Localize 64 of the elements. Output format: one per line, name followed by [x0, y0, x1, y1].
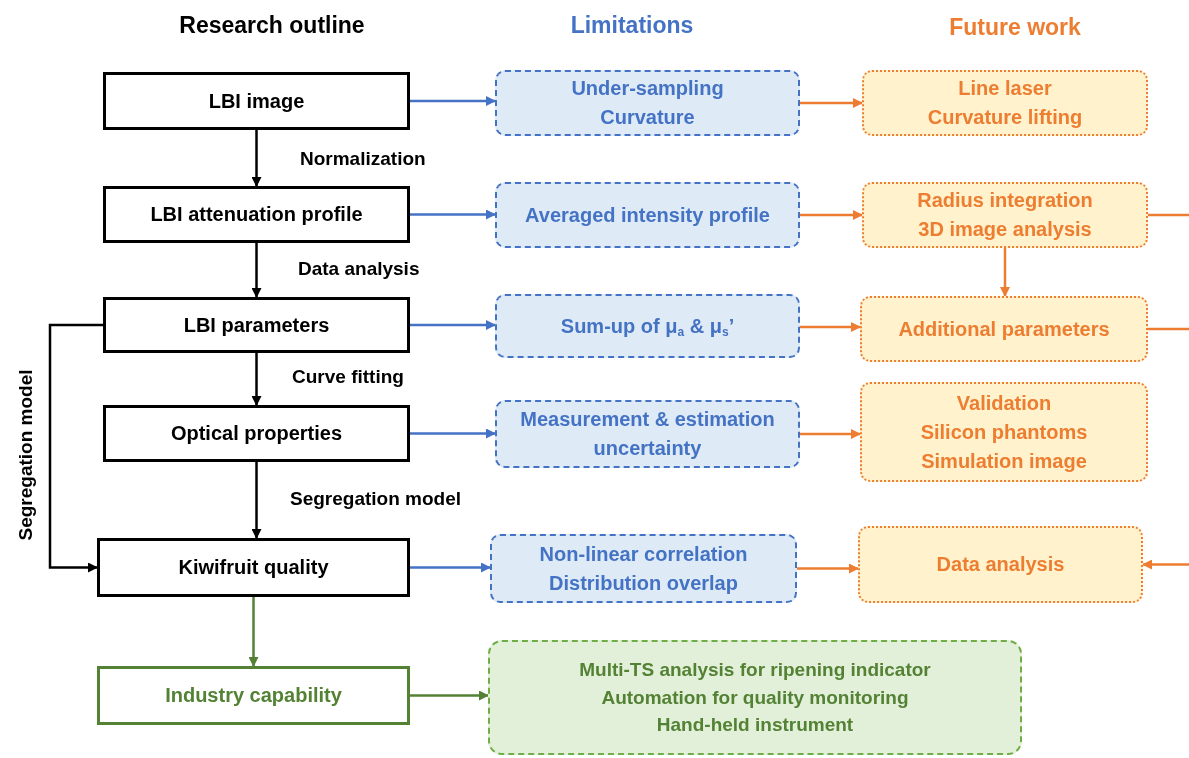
box-text: Distribution overlap	[549, 570, 738, 596]
box-text: Optical properties	[170, 421, 343, 446]
box-text: Hand-held instrument	[656, 713, 854, 738]
process-box	[103, 297, 410, 353]
limitation-box	[495, 182, 800, 248]
arrow	[410, 562, 491, 573]
arrow	[410, 209, 496, 220]
process-box	[103, 405, 410, 462]
arrow	[251, 130, 262, 187]
process-box	[103, 186, 410, 243]
column-heading: Research outline	[179, 12, 365, 39]
box-text: Averaged intensity profile	[525, 202, 770, 228]
future-work-box	[862, 70, 1148, 136]
arrow	[797, 563, 859, 574]
arrow	[248, 597, 259, 667]
future-work-box	[860, 296, 1148, 362]
box-text: LBI image	[208, 88, 305, 114]
box-text: 3D image analysis	[918, 217, 1092, 242]
limitation-box	[490, 534, 797, 603]
limitation-box	[495, 70, 800, 136]
arrow	[800, 98, 863, 108]
arrow	[251, 353, 262, 406]
arrow	[410, 96, 496, 106]
future-work-box	[860, 382, 1148, 482]
process-box	[97, 538, 410, 597]
box-text: Line laser	[958, 76, 1052, 101]
box-text: Sum-up of μ$_{a}$ & μ$_{s}$’	[560, 313, 735, 341]
box-text: Kiwifruit quality	[178, 555, 329, 580]
outlook-box	[488, 640, 1022, 755]
box-text: LBI parameters	[183, 312, 330, 338]
arrow	[800, 322, 861, 332]
arrow	[1142, 559, 1189, 570]
arrow	[48, 323, 103, 573]
process-box	[103, 72, 410, 130]
column-heading: Future work	[949, 14, 1081, 41]
box-text: Measurement & estimation uncertainty	[519, 407, 776, 461]
box-text: Automation for quality monitoring	[601, 685, 909, 710]
box-text: LBI attenuation profile	[150, 202, 363, 227]
arrow	[410, 428, 496, 439]
box-text: Silicon phantoms	[920, 419, 1088, 445]
box-text: Additional parameters	[898, 316, 1110, 342]
box-text: Validation	[956, 390, 1052, 416]
limitation-box	[495, 294, 800, 358]
arrow	[410, 690, 489, 701]
box-text: Curvature	[600, 105, 695, 130]
future-work-box	[858, 526, 1143, 603]
box-text: Under-sampling	[571, 76, 724, 101]
box-text: Non-linear correlation	[539, 541, 748, 567]
arrow	[251, 243, 262, 298]
arrow	[410, 320, 496, 330]
arrow	[800, 429, 861, 439]
arrow	[800, 210, 863, 220]
box-text: Data analysis	[936, 552, 1065, 577]
column-heading: Limitations	[570, 12, 694, 39]
box-text: Radius integration	[917, 188, 1093, 213]
box-text: Curvature lifting	[927, 105, 1083, 130]
box-text: Simulation image	[921, 448, 1087, 474]
arrow	[251, 462, 262, 539]
box-text: Industry capability	[165, 683, 342, 708]
box-text: Multi-TS analysis for ripening indicator	[579, 658, 931, 683]
arrow	[1000, 248, 1010, 297]
future-work-box	[862, 182, 1148, 248]
limitation-box	[495, 400, 800, 468]
process-box	[97, 666, 410, 725]
